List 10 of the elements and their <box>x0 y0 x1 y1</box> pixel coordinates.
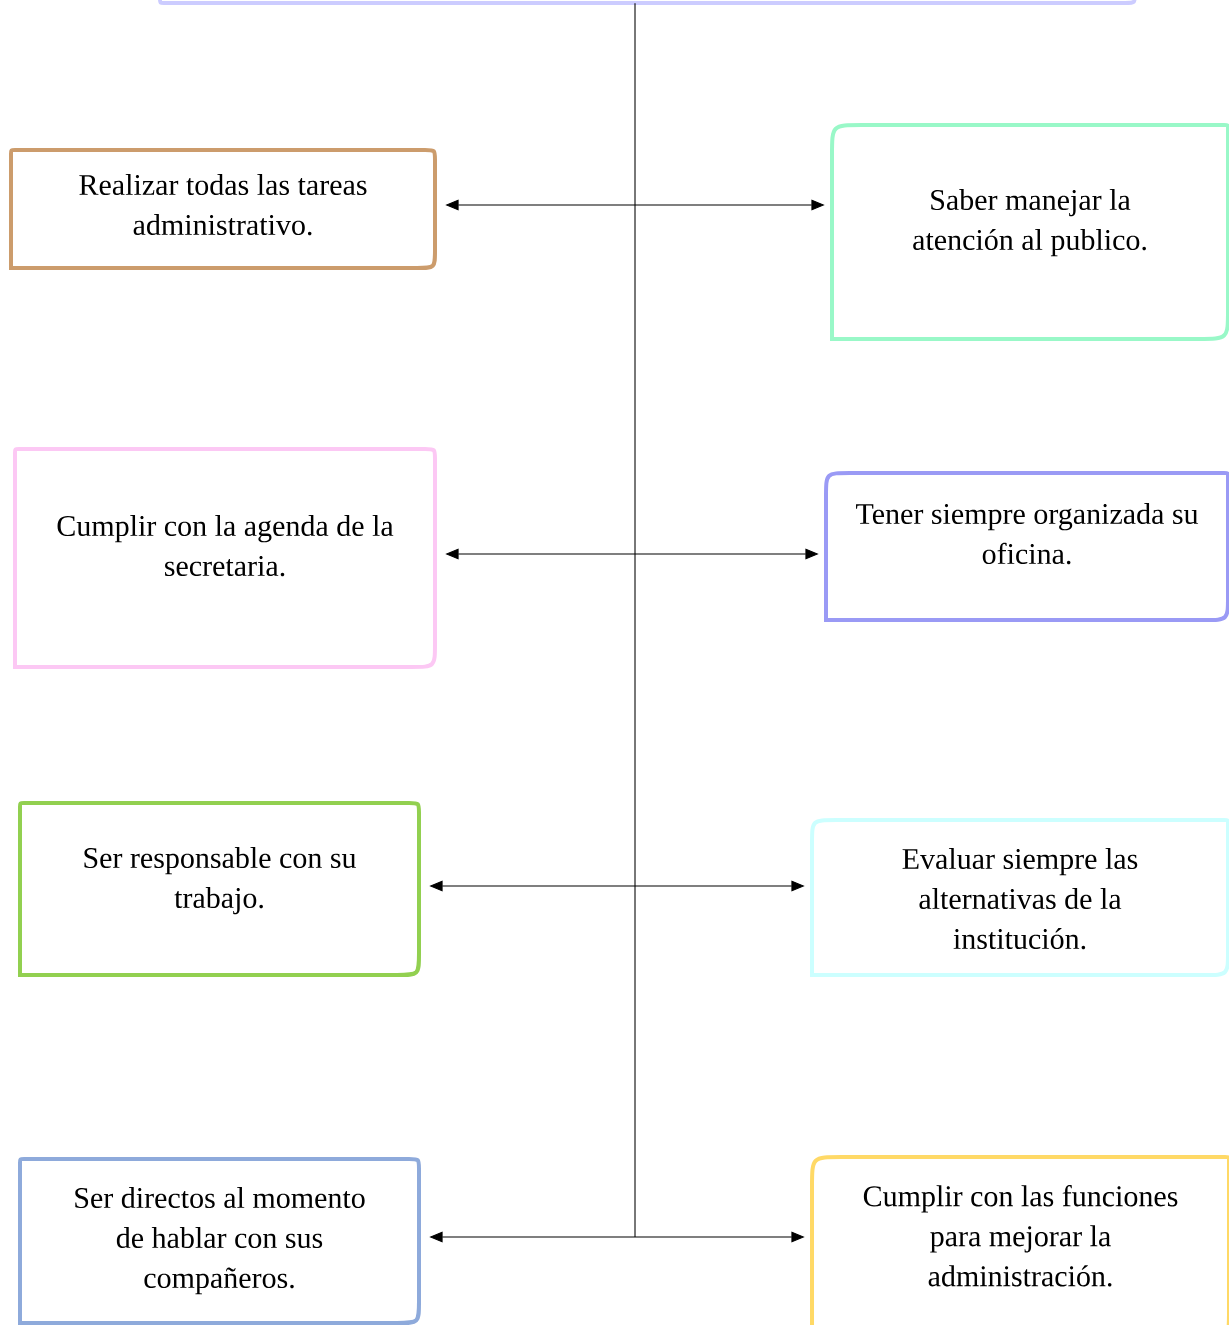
text-box: Cumplir con la agenda de la secretaria. <box>13 447 437 669</box>
text-box: Saber manejar la atención al publico. <box>830 123 1229 341</box>
text-box: Tener siempre organizada su oficina. <box>824 471 1229 622</box>
text-box: Ser responsable con su trabajo. <box>18 801 421 977</box>
text-box: Ser directos al momento de hablar con sus compañeros. <box>18 1157 421 1325</box>
rounded-box <box>158 0 1137 5</box>
text-box: Evaluar siempre las alternativas de la institución. <box>810 818 1229 977</box>
text-box: Cumplir con las funciones para mejorar la administración. <box>810 1155 1229 1325</box>
text-box: Realizar todas las tareas administrativo. <box>9 148 437 270</box>
connector-line <box>634 2 636 1238</box>
